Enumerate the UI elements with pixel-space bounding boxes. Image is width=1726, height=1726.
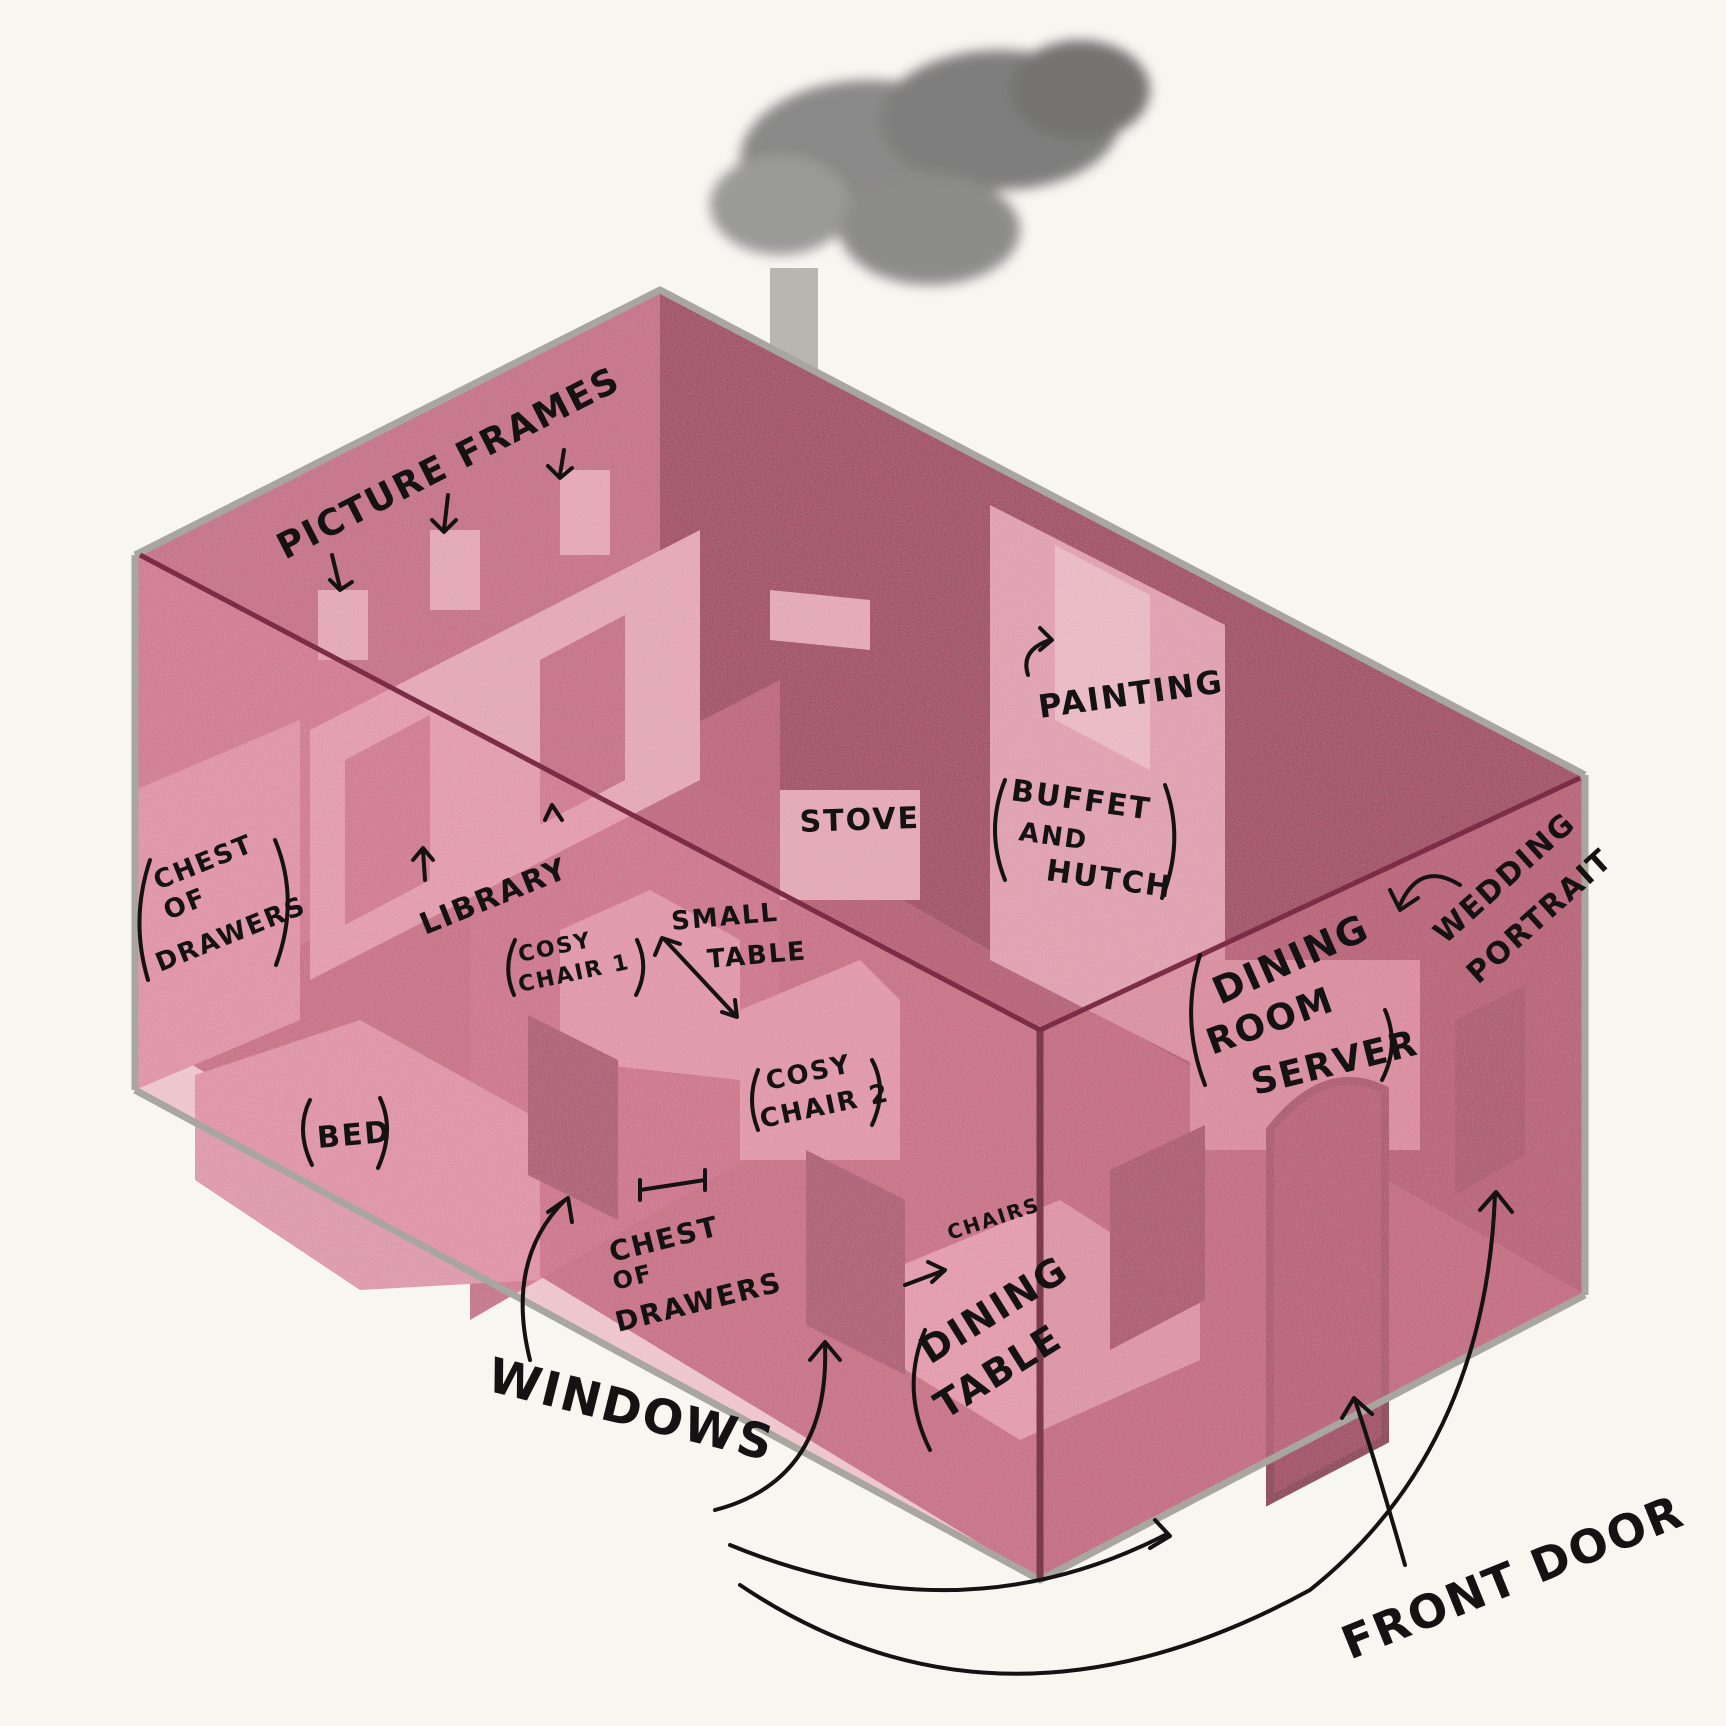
label-stove: STOVE	[799, 801, 921, 840]
picture-frame-1	[318, 590, 368, 660]
smoke-cloud	[710, 40, 1150, 285]
label-bed: BED	[316, 1115, 393, 1156]
picture-frame-2	[430, 530, 480, 610]
picture-frame-3	[560, 470, 610, 555]
